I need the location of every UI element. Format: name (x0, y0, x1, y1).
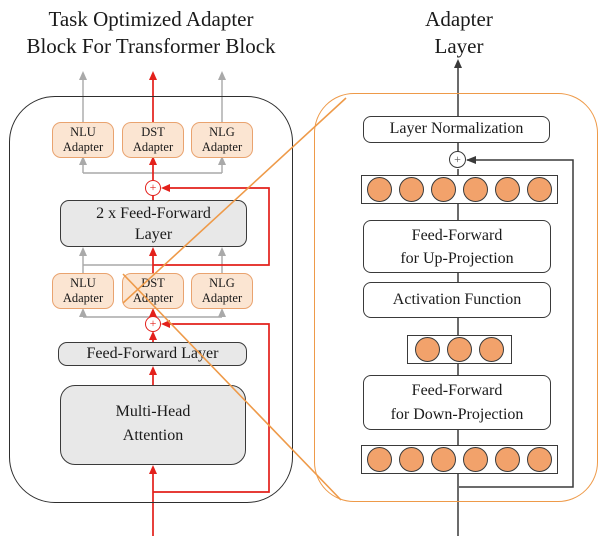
right-title-line2: Layer (434, 34, 484, 58)
residual-add-icon: + (145, 180, 161, 196)
box-label: Feed-Forward Layer (86, 345, 219, 362)
box-label: Activation Function (392, 291, 522, 308)
residual-add-icon: + (145, 316, 161, 332)
plus-glyph: + (149, 180, 157, 194)
adapter-label: DST (141, 125, 165, 139)
layer-normalization-box: Layer Normalization (363, 116, 550, 143)
neuron-dot (463, 447, 488, 472)
neuron-dot (431, 447, 456, 472)
box-label: Feed-Forward (411, 382, 503, 399)
plus-glyph: + (454, 152, 461, 166)
box-label: Multi-Head (115, 403, 191, 420)
neuron-dot (495, 447, 520, 472)
nlg-adapter-mid-box: NLG Adapter (191, 273, 253, 309)
neuron-dot (447, 337, 472, 362)
left-title-line1: Task Optimized Adapter (48, 7, 254, 31)
neuron-dot (495, 177, 520, 202)
neuron-dot (463, 177, 488, 202)
neuron-dot (399, 177, 424, 202)
adapter-label: Adapter (201, 140, 243, 154)
box-label: Layer Normalization (389, 120, 524, 137)
adapter-label: Adapter (62, 291, 104, 305)
down-projection-box: Feed-Forward for Down-Projection (363, 375, 551, 430)
residual-add-icon: + (449, 151, 466, 168)
up-projection-box: Feed-Forward for Up-Projection (363, 220, 551, 273)
dst-adapter-mid-box: DST Adapter (122, 273, 184, 309)
left-title-line2: Block For Transformer Block (26, 34, 276, 58)
feed-forward-layer-box: Feed-Forward Layer (58, 342, 247, 366)
bottleneck-units-row (407, 335, 512, 364)
adapter-layer-spine (454, 59, 574, 536)
adapter-label: NLG (209, 125, 235, 139)
adapter-label: NLU (70, 125, 96, 139)
feed-forward-2x-box: 2 x Feed-Forward Layer (60, 200, 247, 247)
box-label: for Down-Projection (390, 406, 524, 423)
neuron-dot (527, 177, 552, 202)
adapter-label: Adapter (132, 140, 174, 154)
neuron-dot (479, 337, 504, 362)
adapter-label: NLG (209, 276, 235, 290)
nlu-adapter-mid-box: NLU Adapter (52, 273, 114, 309)
neuron-dot (415, 337, 440, 362)
adapter-label: Adapter (201, 291, 243, 305)
multi-head-attention-box: Multi-Head Attention (60, 385, 246, 465)
box-label: Attention (122, 427, 184, 444)
activation-function-box: Activation Function (363, 282, 551, 318)
hidden-units-row-bottom (361, 445, 558, 474)
right-title-line1: Adapter (425, 7, 493, 31)
box-label: Feed-Forward (411, 227, 503, 244)
left-panel-title: Task Optimized Adapter Block For Transfo… (2, 6, 300, 60)
dst-adapter-top-box: DST Adapter (122, 122, 184, 158)
adapter-label: NLU (70, 276, 96, 290)
neuron-dot (431, 177, 456, 202)
adapter-label: DST (141, 276, 165, 290)
neuron-dot (527, 447, 552, 472)
neuron-dot (399, 447, 424, 472)
neuron-dot (367, 177, 392, 202)
nlu-adapter-top-box: NLU Adapter (52, 122, 114, 158)
adapter-label: Adapter (132, 291, 174, 305)
right-panel-title: Adapter Layer (384, 6, 534, 60)
box-label: 2 x Feed-Forward (96, 205, 211, 222)
box-label: for Up-Projection (400, 250, 514, 267)
box-label: Layer (134, 226, 173, 243)
hidden-units-row-top (361, 175, 558, 204)
adapter-label: Adapter (62, 140, 104, 154)
neuron-dot (367, 447, 392, 472)
nlg-adapter-top-box: NLG Adapter (191, 122, 253, 158)
plus-glyph: + (149, 316, 157, 330)
